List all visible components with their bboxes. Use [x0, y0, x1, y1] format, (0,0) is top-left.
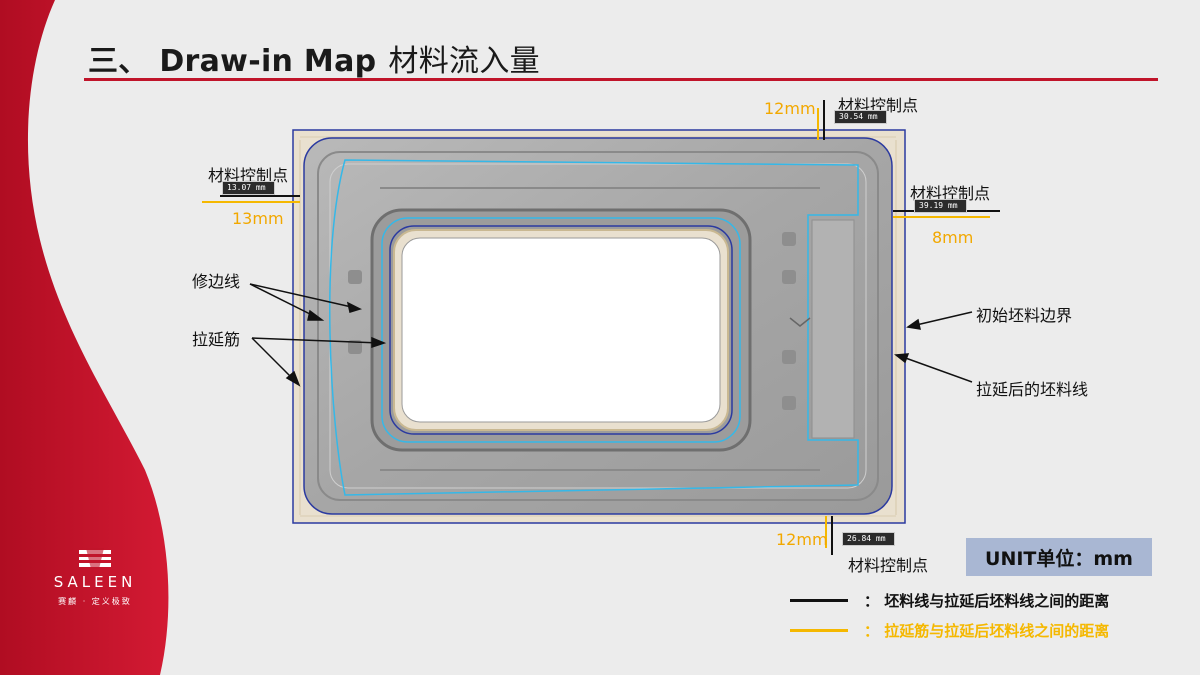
unit-badge: UNIT单位：mm — [966, 538, 1152, 576]
left-reading-tag: 13.07 mm — [222, 181, 275, 195]
left-control-point-label: 材料控制点 — [208, 166, 289, 185]
title-subtitle: 材料流入量 — [388, 44, 540, 79]
brand-name: SALEEN — [53, 573, 137, 591]
left-distance: 13mm — [232, 209, 284, 228]
draw-bead-label: 拉延筋 — [192, 330, 241, 349]
right-distance: 8mm — [932, 228, 974, 247]
legend-item-blank-distance: ： 坯料线与拉延后坯料线之间的距离 — [790, 590, 1109, 610]
red-swoosh — [0, 0, 169, 675]
top-reading-tag: 30.54 mm — [834, 110, 887, 124]
right-control-point-label: 材料控制点 — [910, 184, 991, 203]
legend-black-swatch — [790, 598, 848, 602]
trim-line-outer — [329, 159, 859, 496]
initial-blank-edge-label: 初始坯料边界 — [976, 306, 1073, 325]
title-prefix: 三、 Draw-in Map — [88, 44, 377, 79]
drawn-blank-line-label: 拉延后的坯料线 — [976, 380, 1089, 399]
right-reading-tag: 39.19 mm — [914, 199, 967, 213]
legend-black-text: ： 坯料线与拉延后坯料线之间的距离 — [864, 591, 1110, 610]
bottom-distance: 12mm — [776, 530, 828, 549]
page-title: 三、 Draw-in Map 材料流入量 — [88, 36, 540, 80]
annotation-arrows — [249, 283, 973, 387]
legend-item-bead-distance: ： 拉延筋与拉延后坯料线之间的距离 — [790, 620, 1109, 640]
legend-yellow-swatch — [790, 628, 848, 632]
trim-line-label: 修边线 — [192, 272, 241, 291]
stamping-diagram — [292, 129, 906, 524]
brand-tagline: 赛麟 · 定义极致 — [58, 597, 132, 606]
title-underline — [84, 78, 1158, 81]
bottom-reading-tag: 26.84 mm — [842, 532, 895, 546]
legend-yellow-text: ： 拉延筋与拉延后坯料线之间的距离 — [864, 621, 1110, 640]
bottom-control-point-label: 材料控制点 — [848, 556, 929, 575]
saleen-logo-icon — [79, 548, 111, 569]
top-distance: 12mm — [764, 99, 816, 118]
